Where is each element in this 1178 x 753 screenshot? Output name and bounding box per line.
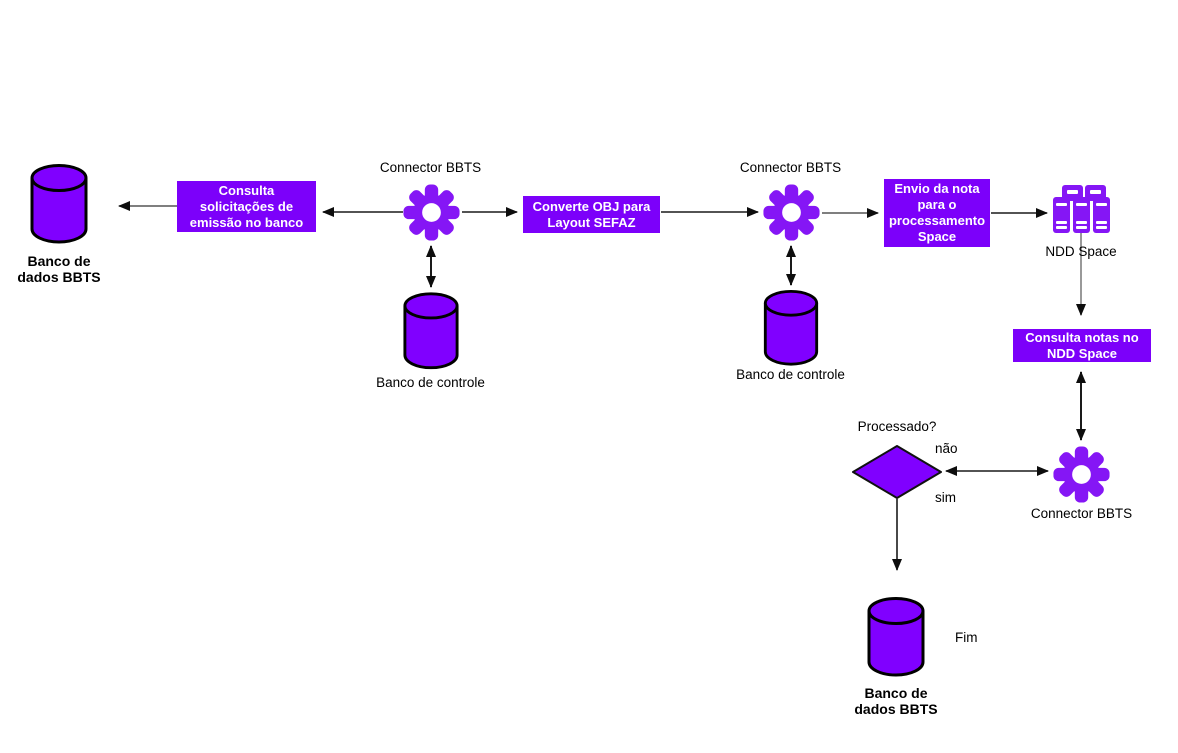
database-cylinder-bbts-bottom (867, 597, 925, 677)
connector-bbts-label-2: Connector BBTS (739, 160, 842, 175)
gear-icon-3 (1053, 446, 1110, 503)
branch-no-label: não (935, 441, 958, 456)
database-cylinder-controle-2 (763, 289, 819, 366)
db-controle-2-label: Banco de controle (736, 367, 845, 382)
gear-icon-1 (403, 184, 460, 241)
decision-diamond (852, 445, 942, 499)
gear-icon-2 (763, 184, 820, 241)
branch-yes-label: sim (935, 490, 956, 505)
ndd-space-label: NDD Space (1045, 244, 1117, 259)
connector-bbts-label-3: Connector BBTS (1030, 506, 1133, 521)
server-cluster-icon (1053, 185, 1111, 233)
connector-bbts-label-1: Connector BBTS (379, 160, 482, 175)
database-cylinder-controle-1 (403, 292, 459, 370)
process-box-converte-obj: Converte OBJ para Layout SEFAZ (523, 196, 660, 233)
database-cylinder-bbts-top (30, 164, 88, 244)
process-box-envio-nota: Envio da nota para o processamento Space (884, 179, 990, 247)
db-controle-1-label: Banco de controle (376, 375, 485, 390)
db-bbts-bottom-label: Banco de dados BBTS (854, 685, 938, 717)
decision-processado-label: Processado? (857, 419, 937, 434)
server-rack-icon (1053, 197, 1070, 233)
db-bbts-top-label: Banco de dados BBTS (17, 253, 101, 285)
fim-label: Fim (955, 630, 978, 645)
server-rack-icon (1093, 197, 1110, 233)
process-box-consulta-notas: Consulta notas no NDD Space (1013, 329, 1151, 362)
process-box-consulta-solicitacoes: Consulta solicitações de emissão no banc… (177, 181, 316, 232)
server-rack-icon (1073, 197, 1090, 233)
